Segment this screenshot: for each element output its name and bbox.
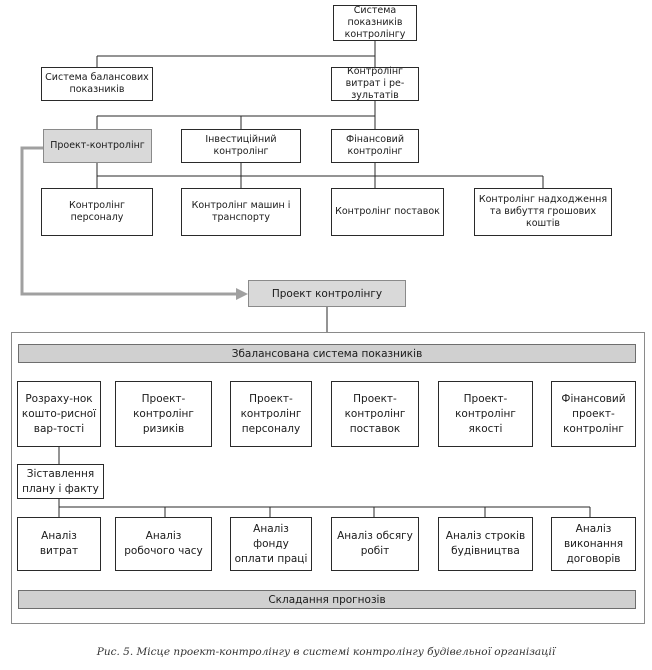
cash-label: Контролінг надходження та вибуття грошов… bbox=[478, 194, 608, 229]
financial-controlling-box: Фінансовий проект-контролінг bbox=[551, 381, 636, 447]
supplies-controlling-label: Проект-контролінг поставок bbox=[344, 392, 406, 435]
financial-controlling-label: Фінансовий проект-контролінг bbox=[561, 392, 626, 435]
supplies-controlling-box: Проект-контролінг поставок bbox=[331, 381, 419, 447]
balanced-system-band: Збалансована система показників bbox=[18, 344, 636, 363]
risk-controlling-label: Проект-контролінг ризиків bbox=[133, 392, 194, 435]
wagefund-analysis-box: Аналіз фонду оплати праці bbox=[230, 517, 312, 571]
investment-label: Інвестиційний контролінг bbox=[205, 134, 277, 157]
volume-analysis-label: Аналіз обсягу робіт bbox=[337, 530, 413, 557]
plan-fact-label: Зіставлення плану і факту bbox=[22, 467, 99, 495]
figure-caption: Рис. 5. Місце проект-контролінгу в систе… bbox=[96, 646, 556, 658]
balanced-indicators-label: Система балансових показників bbox=[45, 72, 149, 95]
supplies-box: Контролінг поставок bbox=[331, 188, 444, 236]
personnel-controlling-box: Проект-контролінг персоналу bbox=[230, 381, 312, 447]
cost-analysis-box: Аналіз витрат bbox=[17, 517, 101, 571]
machines-label: Контролінг машин і транспорту bbox=[191, 200, 291, 223]
contracts-analysis-box: Аналіз виконання договорів bbox=[551, 517, 636, 571]
cash-box: Контролінг надходження та вибуття грошов… bbox=[474, 188, 612, 236]
project-of-controlling-box: Проект контролінгу bbox=[248, 280, 406, 307]
investment-box: Інвестиційний контролінг bbox=[181, 129, 301, 163]
cost-estimate-label: Розраху-нок кошто-рисної вар-тості bbox=[21, 392, 97, 435]
balanced-indicators-box: Система балансових показників bbox=[41, 67, 153, 101]
quality-controlling-label: Проект-контролінг якості bbox=[455, 392, 516, 435]
project-controlling-label: Проект-контролінг bbox=[50, 140, 145, 151]
project-of-controlling-label: Проект контролінгу bbox=[271, 287, 383, 300]
cost-results-box: Контролінг витрат і ре-зультатів bbox=[331, 66, 419, 101]
financial-label: Фінансовий контролінг bbox=[345, 134, 405, 157]
root-box: Система показників контролінгу bbox=[333, 5, 417, 41]
supplies-label: Контролінг поставок bbox=[335, 206, 440, 217]
worktime-analysis-box: Аналіз робочого часу bbox=[115, 517, 212, 571]
forecast-band: Складання прогнозів bbox=[18, 590, 636, 609]
personnel-box: Контролінг персоналу bbox=[41, 188, 153, 236]
quality-controlling-box: Проект-контролінг якості bbox=[438, 381, 533, 447]
terms-analysis-box: Аналіз строків будівництва bbox=[438, 517, 533, 571]
project-frame bbox=[11, 332, 645, 624]
volume-analysis-box: Аналіз обсягу робіт bbox=[331, 517, 419, 571]
machines-box: Контролінг машин і транспорту bbox=[181, 188, 301, 236]
risk-controlling-box: Проект-контролінг ризиків bbox=[115, 381, 212, 447]
worktime-analysis-label: Аналіз робочого часу bbox=[124, 530, 203, 557]
project-controlling-box: Проект-контролінг bbox=[43, 129, 152, 163]
contracts-analysis-label: Аналіз виконання договорів bbox=[563, 522, 624, 565]
personnel-controlling-label: Проект-контролінг персоналу bbox=[240, 392, 302, 435]
terms-analysis-label: Аналіз строків будівництва bbox=[445, 530, 526, 557]
root-label: Система показників контролінгу bbox=[344, 5, 406, 40]
wagefund-analysis-label: Аналіз фонду оплати праці bbox=[234, 522, 308, 565]
forecast-label: Складання прогнозів bbox=[268, 593, 386, 606]
personnel-label: Контролінг персоналу bbox=[68, 200, 126, 223]
cost-estimate-box: Розраху-нок кошто-рисної вар-тості bbox=[17, 381, 101, 447]
financial-box: Фінансовий контролінг bbox=[331, 129, 419, 163]
plan-fact-box: Зіставлення плану і факту bbox=[17, 464, 104, 499]
balanced-system-label: Збалансована система показників bbox=[231, 347, 423, 360]
cost-analysis-label: Аналіз витрат bbox=[39, 530, 79, 557]
cost-results-label: Контролінг витрат і ре-зультатів bbox=[345, 66, 405, 101]
